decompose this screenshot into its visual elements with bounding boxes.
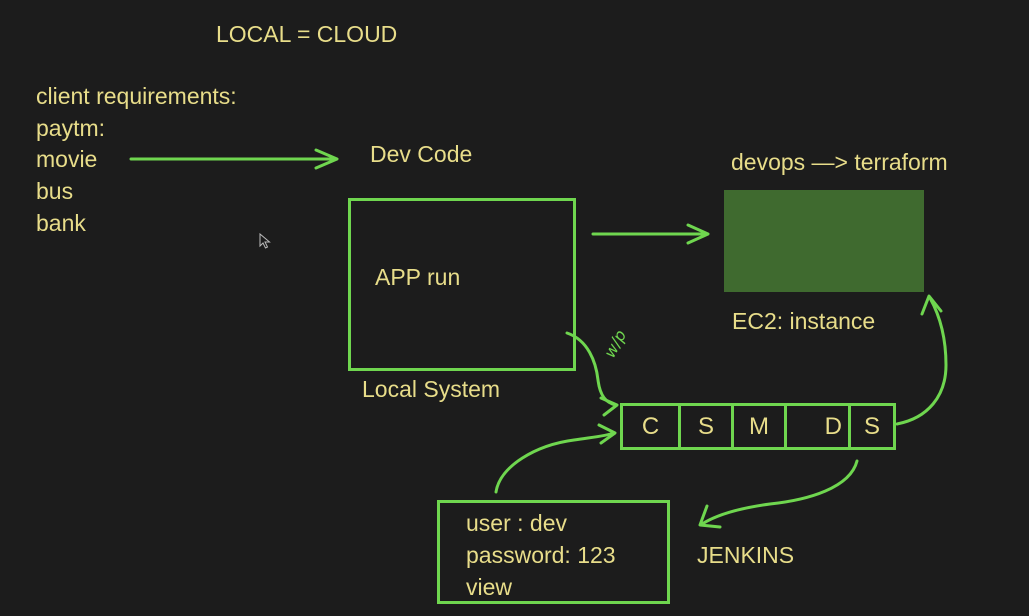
arrow-credentials-to-pipeline (494, 431, 616, 494)
credential-line: user : dev (466, 510, 567, 536)
devops-terraform-label: devops —> terraform (731, 149, 948, 175)
arrowhead (920, 294, 943, 316)
arrowhead (314, 148, 339, 170)
pipeline-stages: C S M D S (620, 403, 896, 450)
dev-code-label: Dev Code (370, 141, 473, 167)
credential-line: password: 123 (466, 542, 616, 568)
arrowhead (597, 423, 617, 445)
arrowhead (599, 396, 619, 417)
diagram-title: LOCAL = CLOUD (216, 21, 398, 47)
credential-line: view (466, 574, 513, 600)
mouse-pointer-icon (259, 233, 271, 249)
pipeline-stage: C (623, 406, 681, 447)
arrow-pipeline-to-ec2 (895, 296, 948, 426)
requirement-item: bus (36, 178, 74, 204)
pipeline-stage: S (681, 406, 734, 447)
ec2-instance-block (724, 190, 924, 292)
requirements-heading: client requirements: (36, 83, 237, 109)
arrowhead (686, 223, 710, 245)
arrow-pipeline-to-jenkins (700, 459, 859, 526)
pipeline-stage: M (734, 406, 787, 447)
pipeline-stage: S (863, 412, 880, 440)
local-system-box: APP run (348, 198, 576, 371)
requirement-item: movie (36, 146, 98, 172)
requirement-item: bank (36, 210, 86, 236)
arrowhead (698, 504, 722, 529)
credentials-box: user : dev password: 123 view (437, 500, 670, 604)
requirement-item: paytm: (36, 115, 106, 141)
pipeline-stage: D (787, 406, 851, 447)
ec2-instance-caption: EC2: instance (732, 308, 876, 334)
app-run-label: APP run (375, 264, 461, 290)
local-system-caption: Local System (362, 376, 501, 402)
handwritten-note: w/p (600, 326, 631, 361)
jenkins-label: JENKINS (697, 542, 795, 568)
